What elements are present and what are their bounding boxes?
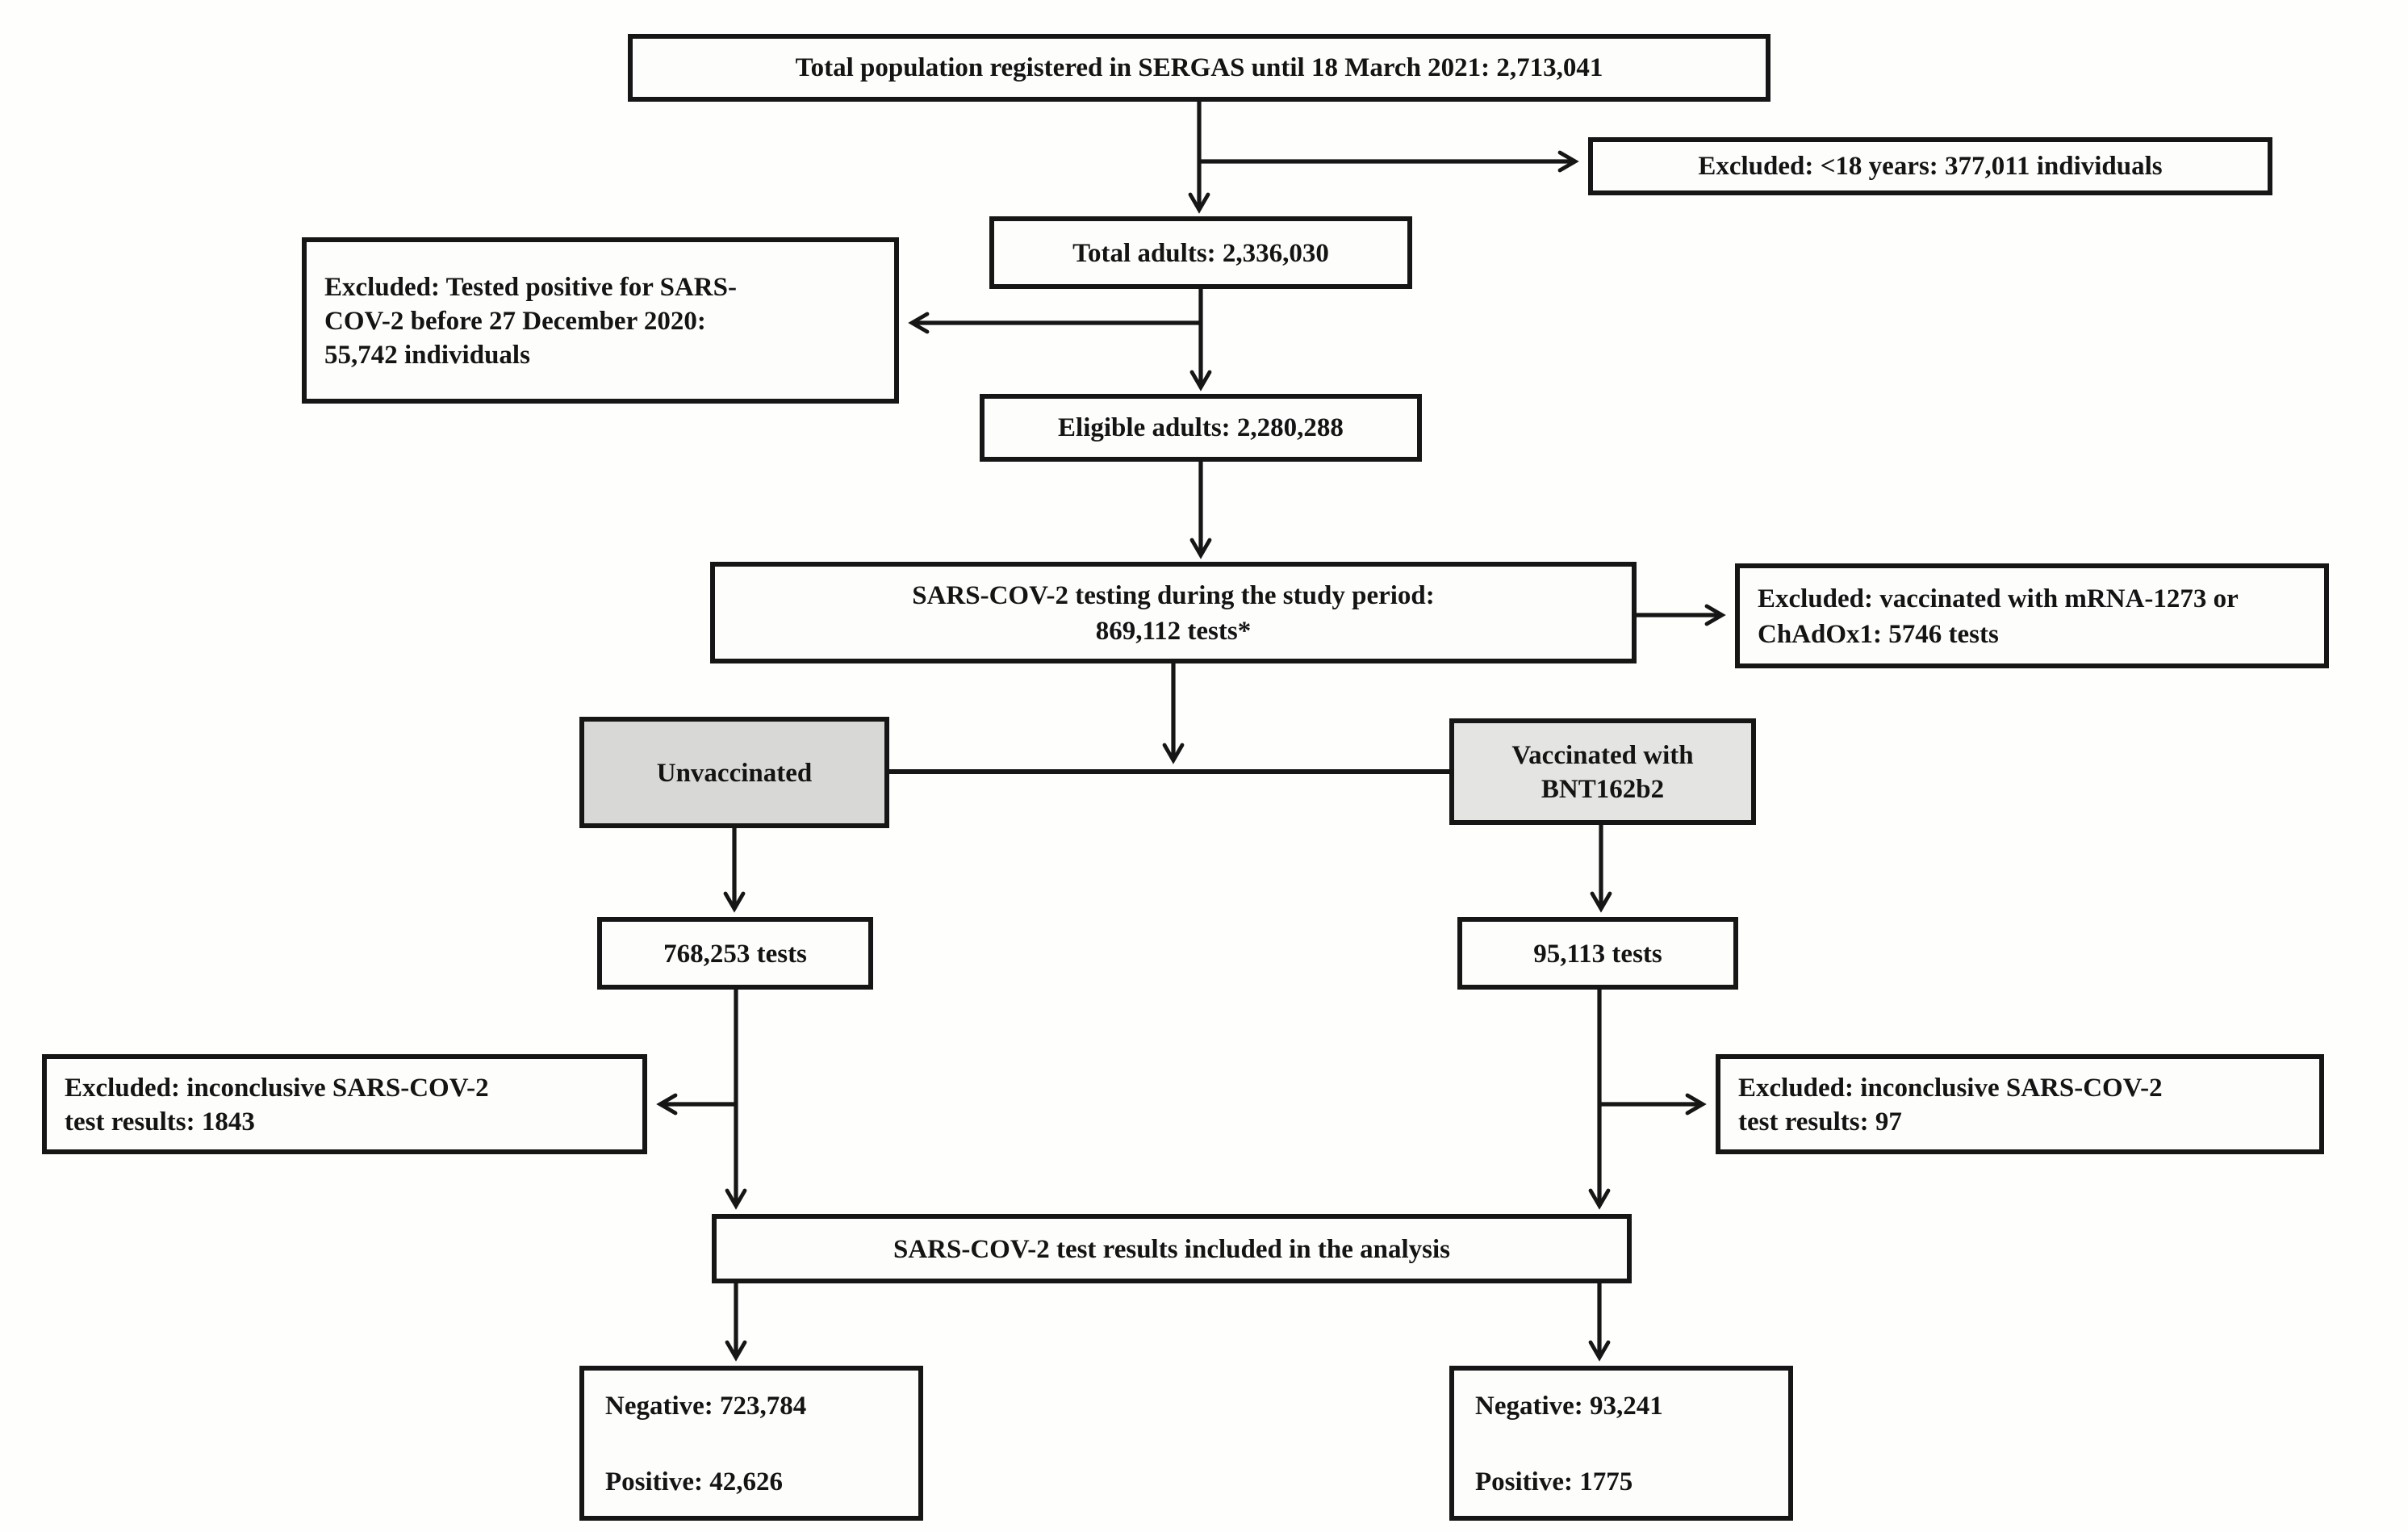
- node-excluded-other-vaccines-label: Excluded: vaccinated with mRNA-1273 or C…: [1758, 583, 2239, 648]
- node-group-vaccinated: Vaccinated with BNT162b2: [1449, 718, 1756, 825]
- node-tests-unvaccinated-label: 768,253 tests: [663, 937, 807, 969]
- node-excluded-under18: Excluded: <18 years: 377,011 individuals: [1588, 137, 2272, 195]
- node-excluded-inconclusive-unvaccinated-label: Excluded: inconclusive SARS-COV-2 test r…: [65, 1071, 489, 1136]
- node-group-unvaccinated-label: Unvaccinated: [656, 756, 813, 788]
- node-tests-vaccinated: 95,113 tests: [1457, 917, 1738, 990]
- node-testing-period: SARS-COV-2 testing during the study peri…: [710, 562, 1637, 663]
- node-excluded-under18-label: Excluded: <18 years: 377,011 individuals: [1698, 150, 2163, 182]
- node-tests-vaccinated-label: 95,113 tests: [1533, 937, 1662, 969]
- node-group-vaccinated-label: Vaccinated with BNT162b2: [1511, 739, 1694, 804]
- node-included-analysis: SARS-COV-2 test results included in the …: [712, 1214, 1632, 1283]
- node-total-adults-label: Total adults: 2,336,030: [1072, 236, 1329, 268]
- node-eligible-adults: Eligible adults: 2,280,288: [980, 394, 1422, 462]
- node-tests-unvaccinated: 768,253 tests: [597, 917, 873, 990]
- node-group-unvaccinated: Unvaccinated: [579, 717, 889, 828]
- node-included-analysis-label: SARS-COV-2 test results included in the …: [893, 1233, 1450, 1264]
- node-total-population: Total population registered in SERGAS un…: [628, 34, 1770, 102]
- node-results-vaccinated: Negative: 93,241 Positive: 1775: [1449, 1366, 1793, 1521]
- node-total-population-label: Total population registered in SERGAS un…: [795, 52, 1603, 83]
- node-testing-period-label: SARS-COV-2 testing during the study peri…: [912, 580, 1435, 645]
- results-unvaccinated-negative: Negative: 723,784: [605, 1390, 807, 1421]
- node-excluded-inconclusive-vaccinated: Excluded: inconclusive SARS-COV-2 test r…: [1716, 1054, 2324, 1154]
- results-unvaccinated-positive: Positive: 42,626: [605, 1465, 783, 1496]
- node-excluded-prior-positive-label: Excluded: Tested positive for SARS- COV-…: [324, 270, 737, 370]
- node-excluded-prior-positive: Excluded: Tested positive for SARS- COV-…: [302, 237, 899, 404]
- node-results-unvaccinated: Negative: 723,784 Positive: 42,626: [579, 1366, 923, 1521]
- node-eligible-adults-label: Eligible adults: 2,280,288: [1058, 412, 1344, 443]
- results-vaccinated-positive: Positive: 1775: [1475, 1465, 1633, 1496]
- node-excluded-inconclusive-vaccinated-label: Excluded: inconclusive SARS-COV-2 test r…: [1738, 1071, 2163, 1136]
- results-vaccinated-negative: Negative: 93,241: [1475, 1390, 1663, 1421]
- node-total-adults: Total adults: 2,336,030: [989, 216, 1412, 289]
- node-excluded-inconclusive-unvaccinated: Excluded: inconclusive SARS-COV-2 test r…: [42, 1054, 647, 1154]
- node-excluded-other-vaccines: Excluded: vaccinated with mRNA-1273 or C…: [1735, 563, 2329, 668]
